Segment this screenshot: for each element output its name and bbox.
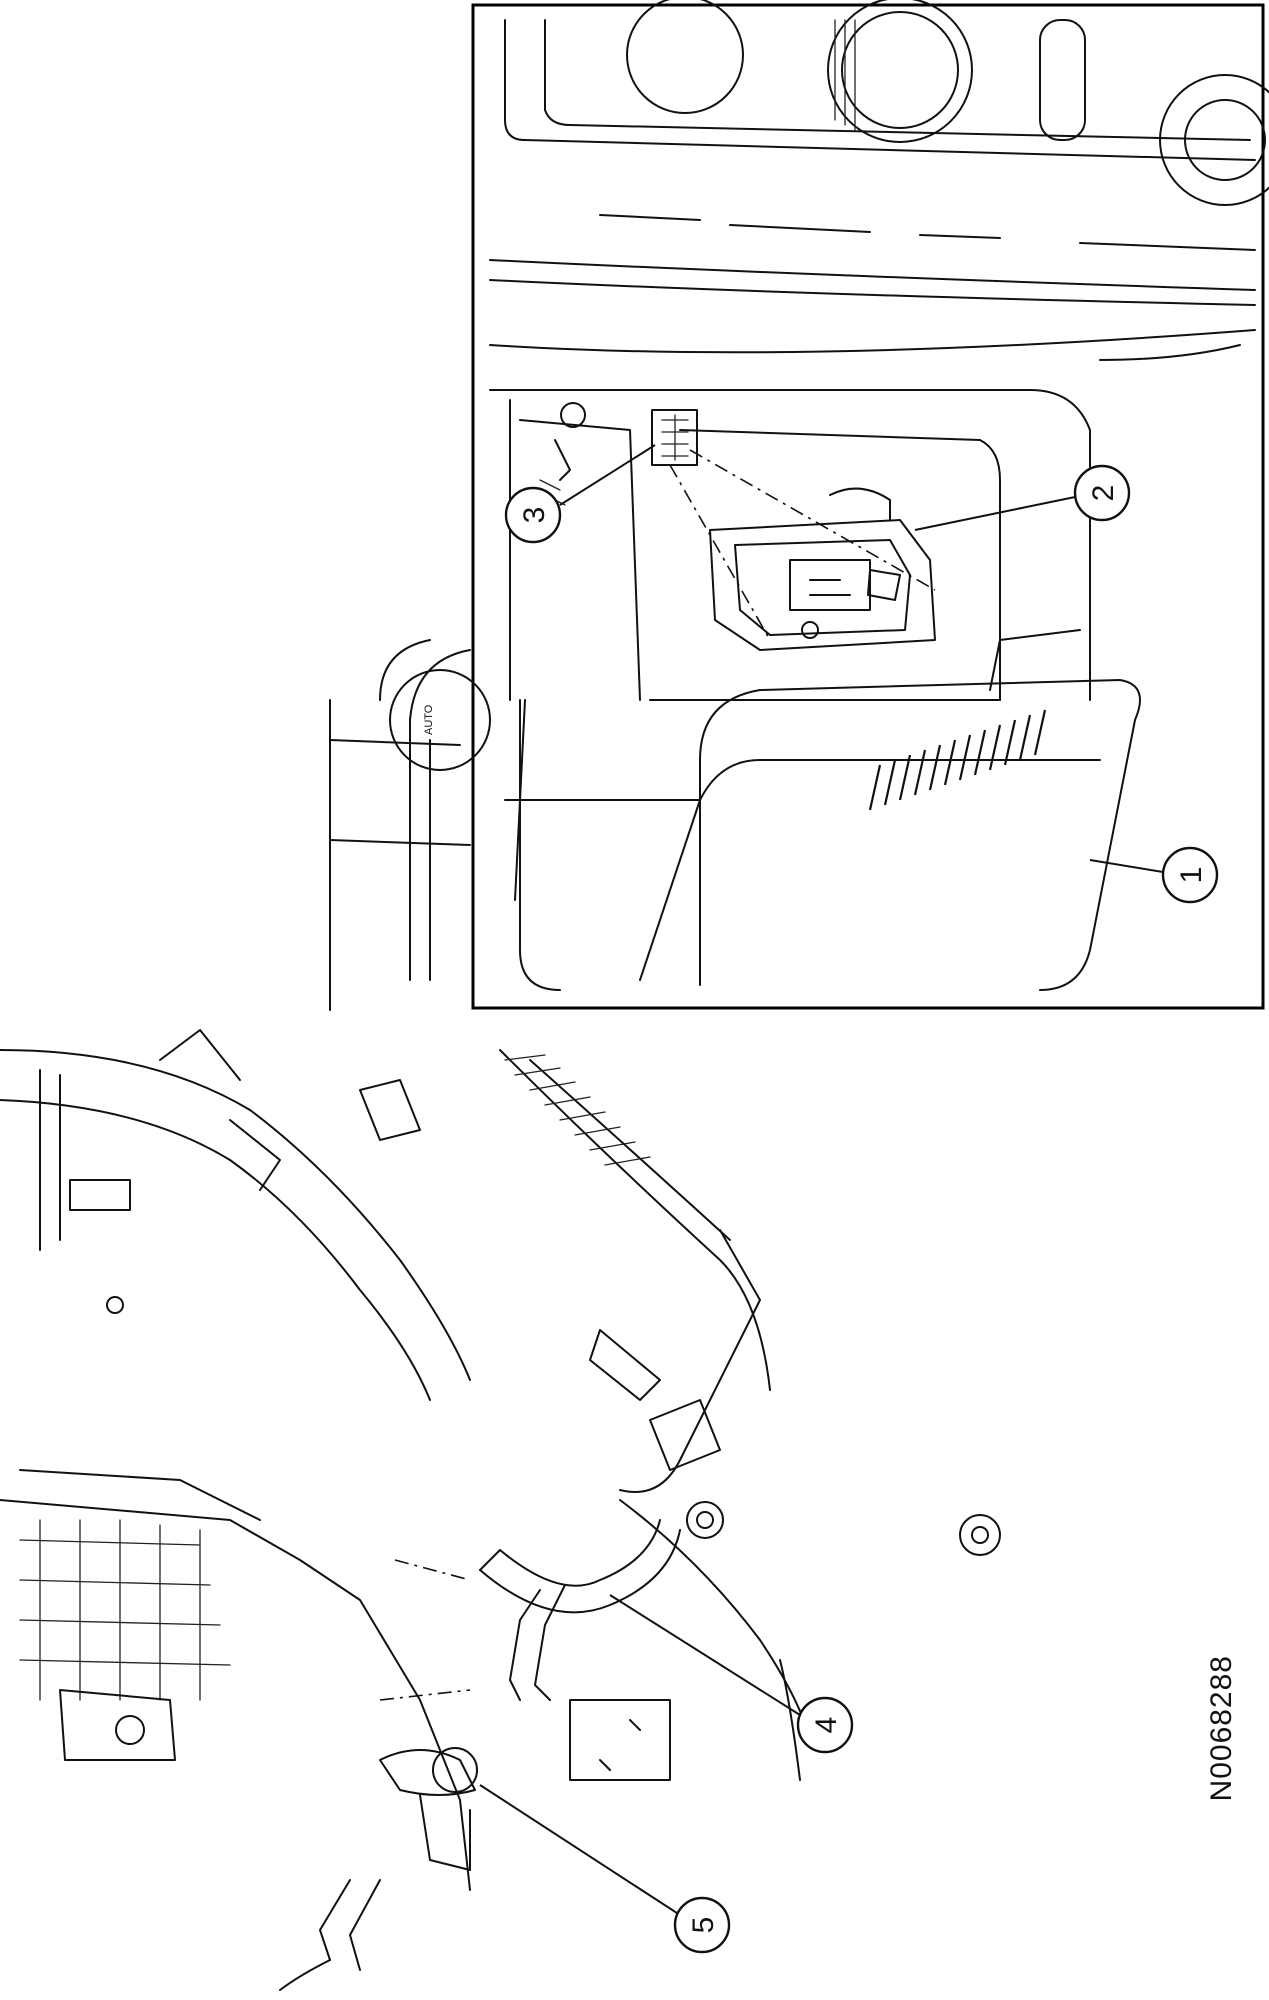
- valve-block: [569, 1699, 671, 1781]
- callout-2-label: 2: [1087, 485, 1120, 502]
- callout-2: 2: [914, 464, 1131, 531]
- callout-5-label: 5: [687, 1917, 720, 1934]
- callout-1: 1: [1089, 846, 1219, 904]
- console-opening: [489, 344, 1241, 991]
- switch-module: [709, 487, 936, 651]
- hatched-trim: [504, 1054, 651, 1166]
- callout-4-label: 4: [810, 1717, 843, 1734]
- slot-opening: [1039, 19, 1086, 141]
- switch-face: [789, 559, 871, 611]
- connector-body: [651, 409, 698, 466]
- assembly-line-1: [669, 464, 771, 641]
- detail-inset-frame: [471, 3, 1265, 1010]
- detail-inset: [471, 0, 1269, 1010]
- bolt-1: [686, 1501, 724, 1539]
- callout-1-label: 1: [1175, 867, 1208, 884]
- figure-reference-code: N0068288: [1205, 1655, 1238, 1802]
- callout-4: 4: [609, 1594, 854, 1754]
- trim-panel: [699, 629, 1141, 991]
- knob-left: [626, 0, 744, 114]
- main-view: [0, 1029, 1001, 1991]
- overview-view: AUTO: [329, 639, 526, 1011]
- hose-assembly: [479, 1519, 681, 1781]
- hose-connector: [279, 1747, 478, 1991]
- knob-center: [827, 0, 973, 143]
- overview-knob: [389, 669, 491, 771]
- callout-3: 3: [504, 444, 656, 544]
- callout-5: 5: [479, 1784, 731, 1954]
- auto-label: AUTO: [423, 704, 435, 735]
- knob-right: [1159, 74, 1269, 206]
- bolt-2: [959, 1514, 1001, 1556]
- actuator: [59, 1689, 176, 1761]
- grid-structure: [19, 1519, 231, 1701]
- dashboard-panel: [489, 0, 1269, 354]
- assembly-line-2: [689, 449, 936, 591]
- vent-grille: [868, 709, 1047, 811]
- electrical-connector: [651, 409, 698, 466]
- assembly-line-3: [379, 1559, 471, 1701]
- callout-3-label: 3: [518, 507, 551, 524]
